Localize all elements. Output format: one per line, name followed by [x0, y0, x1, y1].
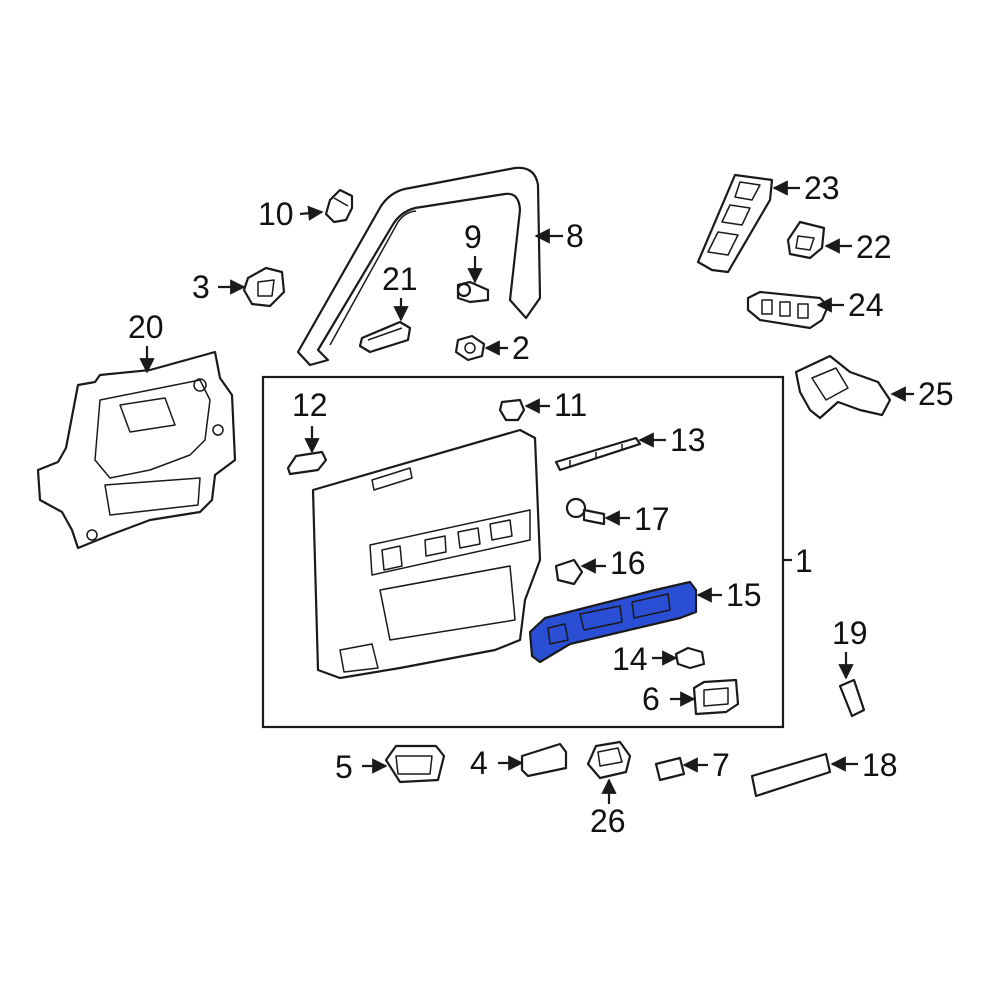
part-13-strip[interactable]	[554, 436, 642, 472]
part-21-pad[interactable]	[358, 320, 412, 354]
callout-13: 13	[670, 422, 706, 458]
callout-7: 7	[712, 747, 730, 783]
leader-lines	[139, 180, 914, 804]
part-15-armrest[interactable]	[528, 580, 698, 664]
part-9-pin[interactable]	[456, 280, 490, 304]
part-22-switch[interactable]	[786, 220, 826, 260]
part-20-door-frame[interactable]	[36, 350, 237, 550]
part-4-cover[interactable]	[520, 742, 568, 778]
callout-15: 15	[726, 577, 762, 613]
part-17-bolt[interactable]	[565, 497, 606, 526]
callout-11: 11	[554, 387, 587, 423]
callout-19: 19	[832, 615, 868, 651]
part-16-clip[interactable]	[554, 558, 584, 586]
part-14-clip[interactable]	[674, 646, 706, 670]
callout-2: 2	[512, 330, 530, 366]
callout-18: 18	[862, 747, 898, 783]
callout-4: 4	[470, 745, 488, 781]
assembly-box	[261, 375, 785, 729]
part-23-master-switch[interactable]	[696, 173, 774, 274]
callout-25: 25	[918, 376, 954, 412]
part-1-door-panel[interactable]	[311, 428, 542, 680]
part-10-clip[interactable]	[324, 188, 354, 224]
part-6-bezel[interactable]	[692, 678, 740, 716]
callout-16: 16	[610, 545, 646, 581]
part-19-strip[interactable]	[838, 678, 866, 718]
part-18-strip[interactable]	[750, 752, 832, 798]
callout-14: 14	[612, 641, 648, 677]
callout-labels: 1 2 3 4 5 6 7 8 9 10 11 12 13 14 15 16 1…	[128, 170, 954, 839]
part-11-clip[interactable]	[498, 398, 526, 422]
callout-17: 17	[634, 501, 670, 537]
part-3-bracket[interactable]	[242, 266, 286, 308]
part-2-nut[interactable]	[454, 334, 486, 362]
callout-9: 9	[464, 219, 482, 255]
callout-5: 5	[335, 749, 353, 785]
callout-21: 21	[382, 261, 418, 297]
callout-12: 12	[292, 387, 328, 423]
callout-8: 8	[566, 218, 584, 254]
callout-22: 22	[856, 229, 892, 265]
callout-26: 26	[590, 803, 626, 839]
callout-24: 24	[848, 287, 884, 323]
callout-23: 23	[804, 170, 840, 206]
part-5-cover[interactable]	[384, 744, 446, 784]
callout-6: 6	[642, 681, 660, 717]
callout-10: 10	[258, 196, 294, 232]
callout-3: 3	[192, 269, 210, 305]
part-12-clip[interactable]	[286, 450, 328, 476]
part-7-cap[interactable]	[654, 756, 686, 782]
callout-20: 20	[128, 309, 164, 345]
part-25-handle[interactable]	[794, 354, 892, 420]
part-24-bracket[interactable]	[746, 290, 830, 330]
callout-1: 1	[795, 543, 813, 579]
part-26-housing[interactable]	[586, 740, 632, 780]
part-8-window-channel[interactable]	[296, 166, 542, 367]
